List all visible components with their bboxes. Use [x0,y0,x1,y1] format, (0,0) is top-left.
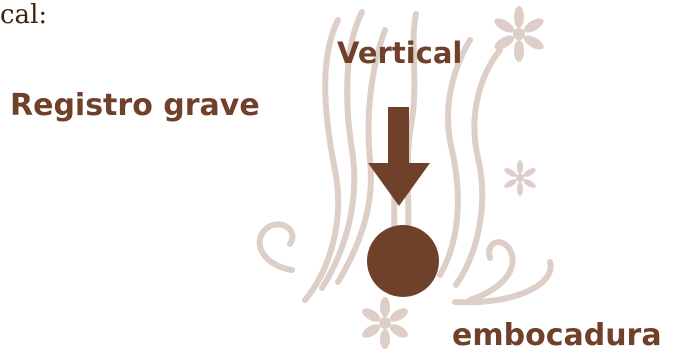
direction-label: Vertical [337,36,463,70]
wind-line [335,27,388,285]
wind-line [302,17,342,303]
register-label: Registro grave [10,88,260,123]
embouchure-dot-icon [367,225,439,297]
wind-line [453,47,503,288]
embouchure-label: embocadura [452,318,662,353]
wind-swirl-right [452,259,554,306]
wind-swirl-left [256,221,296,273]
wind-line [437,37,473,278]
flower-icon [494,6,544,62]
wind-line [319,9,365,291]
cut-off-text: cal: [0,0,48,30]
wind-line [404,11,419,243]
flower-icon [362,297,408,349]
wind-swirl-right [467,239,516,303]
flower-icon [504,160,536,196]
arrow-down-icon [368,107,430,206]
